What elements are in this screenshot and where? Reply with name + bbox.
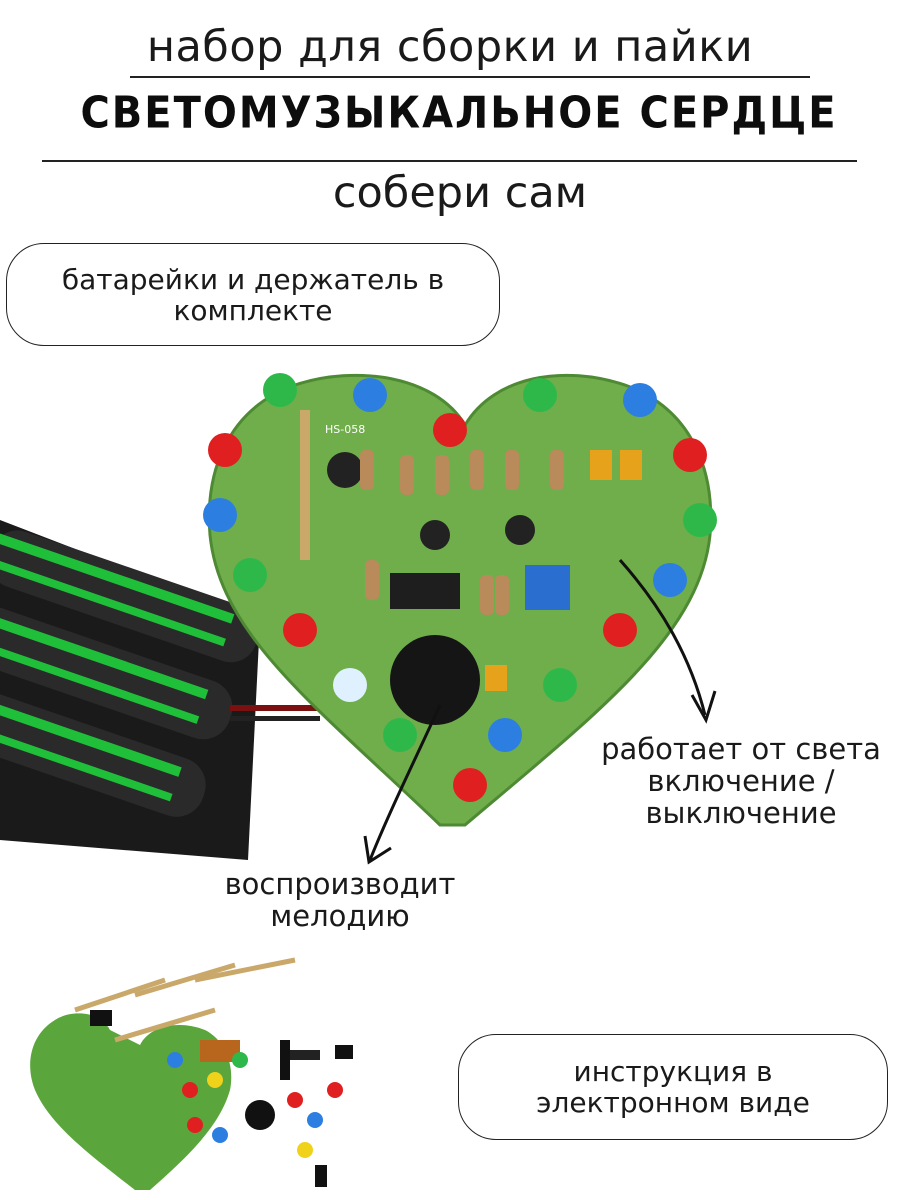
pcb-model-label: HS-058 xyxy=(325,423,365,436)
divider-bottom xyxy=(42,160,857,162)
divider-top xyxy=(130,76,810,78)
callout-melody: воспроизводит мелодию xyxy=(224,867,456,933)
callout-light-switch: работает от света включение / выключение xyxy=(601,732,881,830)
arrow-melody-callout xyxy=(363,704,442,865)
product-title: СВЕТОМУЗЫКАЛЬНОЕ СЕРДЦЕ xyxy=(80,87,838,139)
badge-batteries: батарейки и держатель в комплекте xyxy=(6,243,500,346)
heart-pcb-image: HS-058 xyxy=(203,373,717,827)
kit-parts-image xyxy=(30,957,353,1190)
subtitle: набор для сборки и пайки xyxy=(146,22,754,72)
badge-instructions-text: инструкция в электронном виде xyxy=(536,1055,810,1119)
battery-pack-image xyxy=(0,520,320,860)
arrow-light-callout xyxy=(618,559,717,724)
tagline: собери сам xyxy=(332,168,588,218)
badge-instructions: инструкция в электронном виде xyxy=(458,1034,888,1140)
badge-batteries-text: батарейки и держатель в комплекте xyxy=(61,262,445,327)
